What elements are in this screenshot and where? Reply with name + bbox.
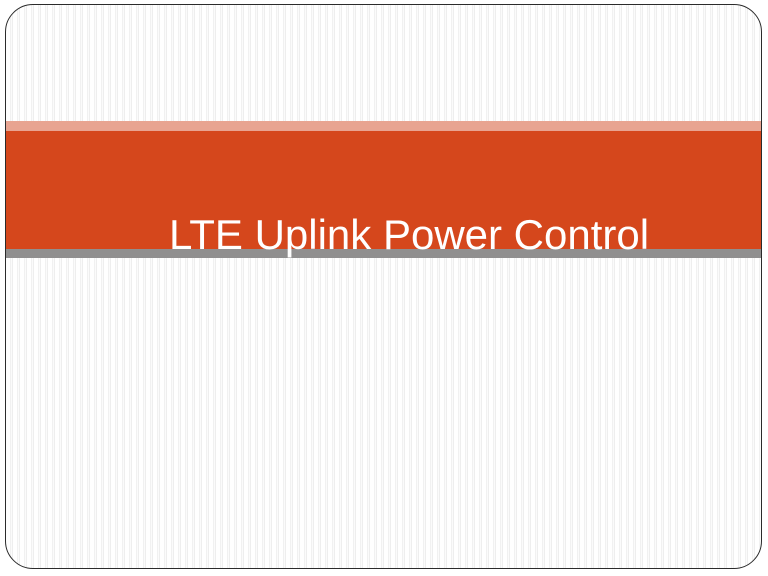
title-banner: LTE Uplink Power Control: [6, 121, 761, 258]
slide-title: LTE Uplink Power Control: [169, 211, 650, 258]
banner-accent-strip: [6, 121, 761, 131]
banner-underline: [6, 249, 761, 258]
slide-canvas: LTE Uplink Power Control: [5, 4, 762, 569]
banner-body: LTE Uplink Power Control: [6, 131, 761, 256]
